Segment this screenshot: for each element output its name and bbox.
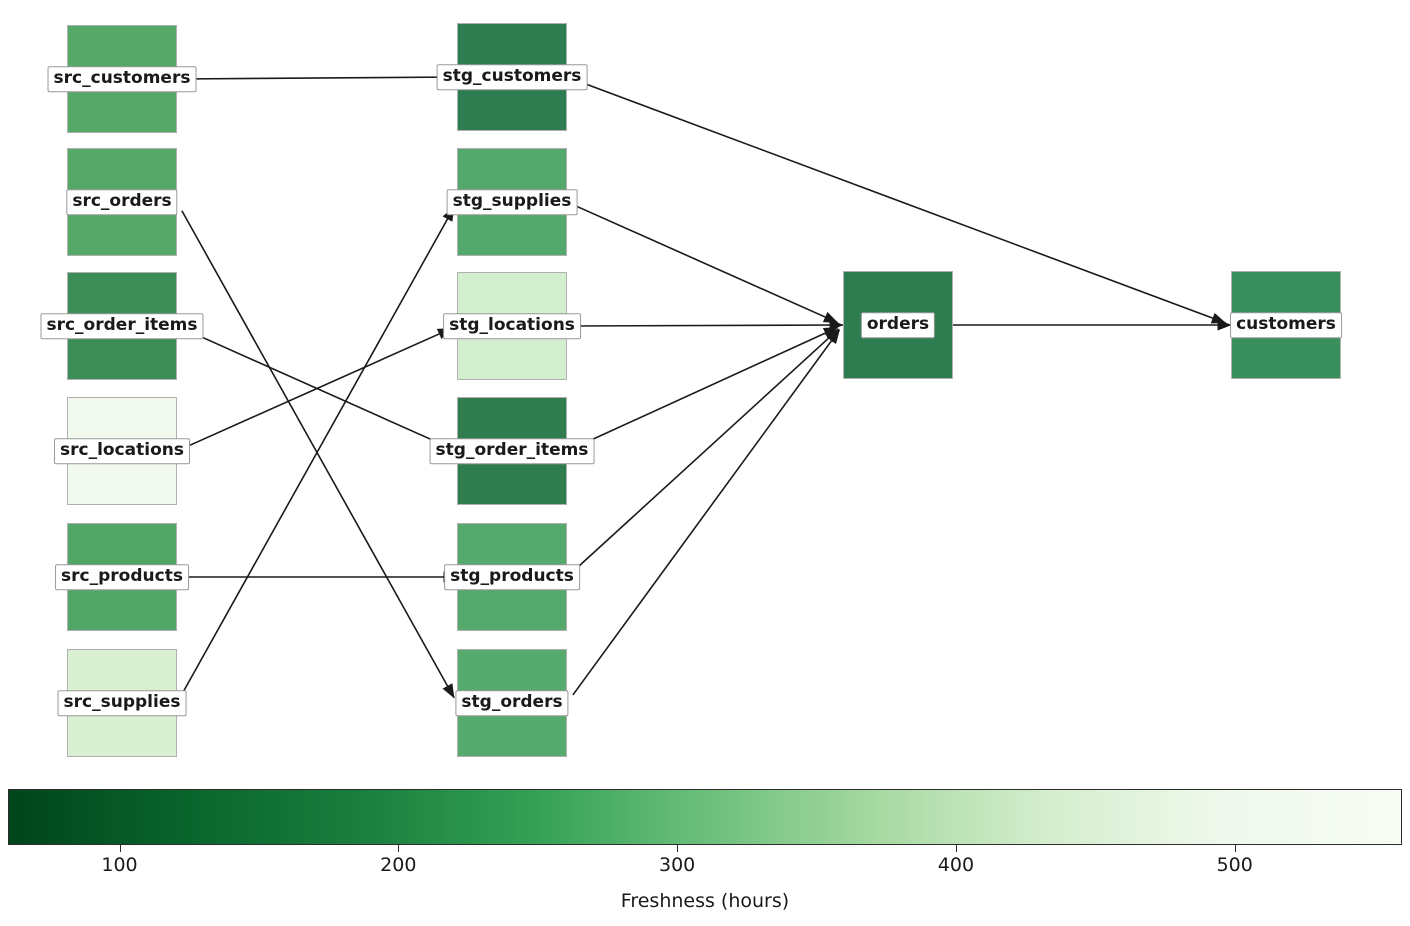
node-label-src_customers: src_customers <box>47 66 197 92</box>
colorbar-tick <box>677 845 679 852</box>
node-label-src_order_items: src_order_items <box>40 313 204 339</box>
node-label-customers: customers <box>1230 312 1342 338</box>
edge-src_customers-to-stg_customers <box>176 76 458 80</box>
edge-src_locations-to-stg_locations <box>185 327 453 448</box>
node-label-stg_products: stg_products <box>444 564 580 590</box>
node-label-stg_orders: stg_orders <box>455 690 569 716</box>
colorbar-tick <box>398 845 400 852</box>
node-label-stg_supplies: stg_supplies <box>446 189 578 215</box>
colorbar <box>8 789 1402 845</box>
node-label-orders: orders <box>860 312 936 338</box>
edge-stg_supplies-to-orders <box>575 205 839 324</box>
colorbar-tick-label: 400 <box>937 854 975 876</box>
colorbar-ticks: 100 200 300 400 500 <box>8 845 1402 885</box>
edge-src_supplies-to-stg_supplies <box>181 206 455 695</box>
colorbar-tick <box>1234 845 1236 852</box>
edge-stg_order_items-to-orders <box>575 326 839 448</box>
colorbar-tick-label: 200 <box>380 854 417 876</box>
colorbar-gradient <box>8 789 1402 845</box>
colorbar-tick <box>955 845 957 852</box>
colorbar-title: Freshness (hours) <box>620 890 790 912</box>
node-label-src_locations: src_locations <box>54 438 190 464</box>
colorbar-tick-label: 300 <box>658 854 696 876</box>
edge-stg_locations-to-orders <box>566 319 844 331</box>
node-label-stg_customers: stg_customers <box>436 64 588 90</box>
edge-stg_products-to-orders <box>573 328 840 571</box>
node-label-stg_order_items: stg_order_items <box>429 438 595 464</box>
edge-src_orders-to-stg_orders <box>181 210 455 699</box>
edge-src_order_items-to-stg_order_items <box>185 329 453 450</box>
node-label-stg_locations: stg_locations <box>443 313 581 339</box>
node-label-src_orders: src_orders <box>66 189 178 215</box>
node-label-src_supplies: src_supplies <box>57 690 187 716</box>
colorbar-tick-label: 100 <box>101 854 138 876</box>
colorbar-tick <box>119 845 121 852</box>
edge-stg_orders-to-orders <box>572 329 841 696</box>
colorbar-tick-label: 500 <box>1216 854 1253 876</box>
node-label-src_products: src_products <box>55 564 189 590</box>
